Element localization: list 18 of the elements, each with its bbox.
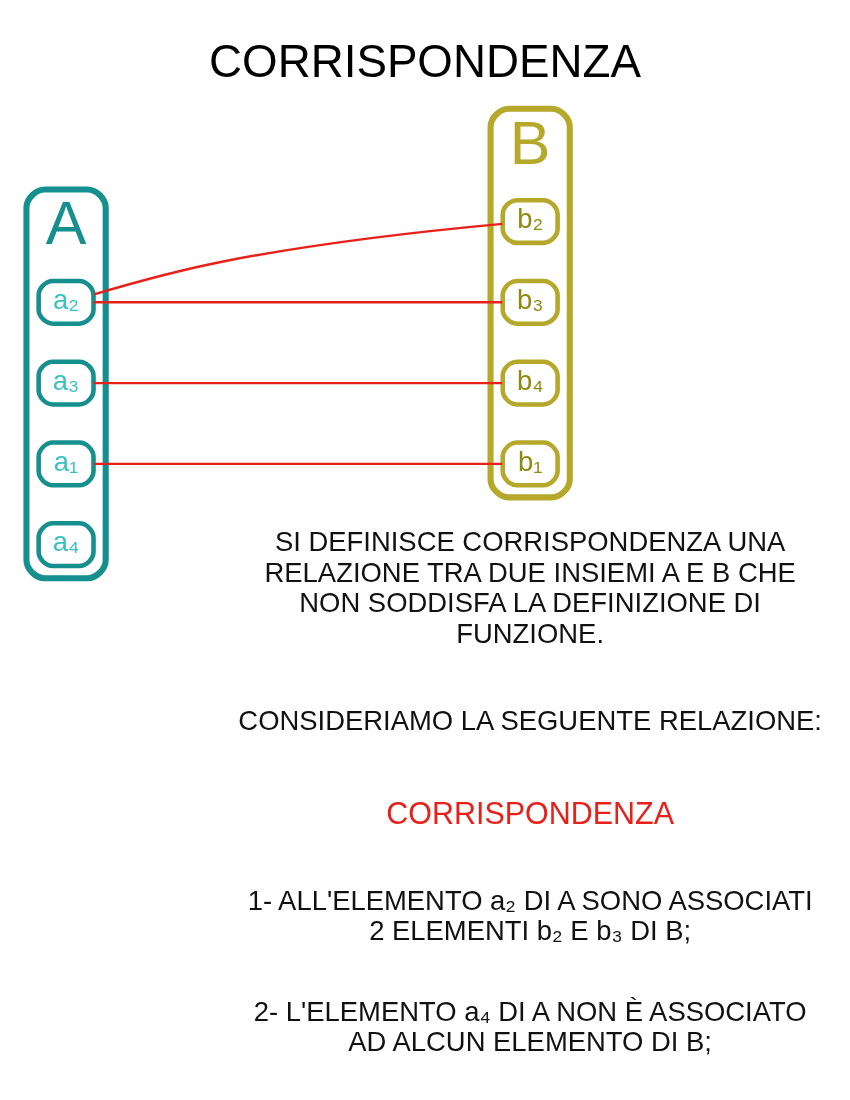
connector	[93, 222, 503, 296]
connector	[93, 381, 503, 385]
label: CONSIDERIAMO LA SEGUENTE RELAZIONE:	[238, 704, 822, 736]
node-box: b₂	[500, 197, 560, 246]
connector	[93, 301, 503, 304]
node-box: b₄	[500, 359, 560, 407]
node-box: a₂	[36, 278, 96, 326]
diagram-title: CORRISPONDENZA	[209, 35, 641, 87]
label: 1- ALL'ELEMENTO a₂ DI A SONO ASSOCIATI 2 ELEMENTI b₂ E b₃ DI B;	[247, 884, 813, 947]
connector	[93, 462, 503, 466]
label: SI DEFINISCE CORRISPONDENZA UNA RELAZIONE TRA DUE INSIEMI A E B CHE NON SODDISFA LA DEFINIZIONE DI FUNZIONE.	[264, 526, 796, 649]
node-box: b₃	[500, 278, 560, 326]
node-box: a₃	[36, 359, 96, 407]
node-box: a₄	[36, 521, 96, 569]
label: CORRISPONDENZA	[386, 795, 675, 830]
label: 2- L'ELEMENTO a₄ DI A NON È ASSOCIATO AD ALCUN ELEMENTO DI B;	[253, 995, 807, 1058]
node-box: b₁	[500, 440, 560, 488]
node-box: a₁	[36, 440, 96, 488]
